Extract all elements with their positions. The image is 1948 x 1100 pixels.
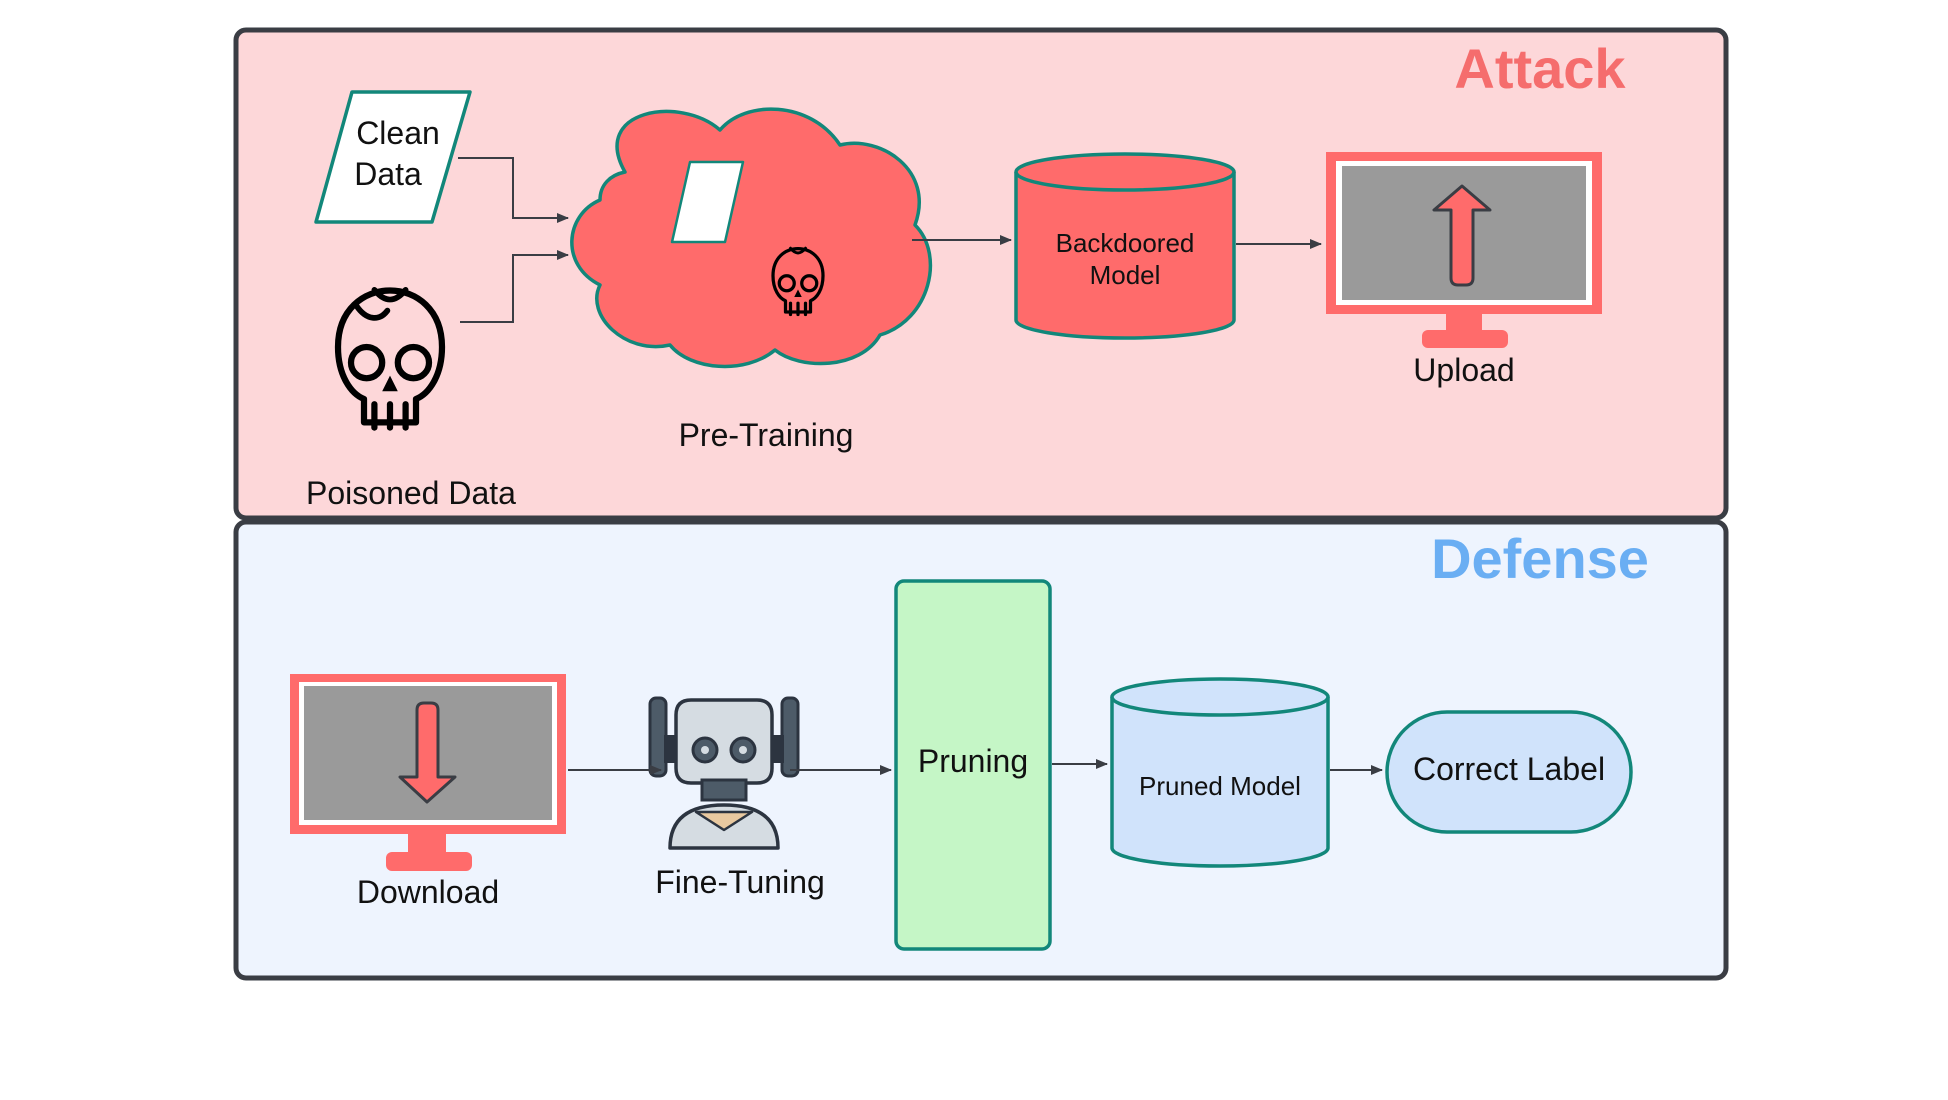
- data-card-icon: [670, 160, 745, 244]
- skull-icon: [334, 286, 446, 431]
- backdoored-model-node: Backdoored Model: [1014, 152, 1236, 340]
- pre-training-cloud: [570, 107, 932, 369]
- backdoored-model-label-line1: Backdoored: [1056, 228, 1195, 258]
- backdoored-model-label-line2: Model: [1090, 260, 1161, 290]
- fine-tuning-label: Fine-Tuning: [655, 864, 825, 900]
- correct-label-text: Correct Label: [1413, 751, 1605, 787]
- upload-monitor: [1326, 152, 1602, 348]
- skull-icon: [771, 246, 825, 317]
- pruning-label: Pruning: [918, 743, 1028, 779]
- pruned-model-node: Pruned Model: [1110, 677, 1330, 868]
- poisoned-data-label: Poisoned Data: [306, 475, 516, 511]
- clean-data-label-line2: Data: [354, 156, 422, 192]
- attack-title: Attack: [1454, 37, 1626, 100]
- defense-title: Defense: [1431, 527, 1649, 590]
- correct-label-node: Correct Label: [1385, 710, 1633, 834]
- upload-label: Upload: [1413, 352, 1514, 388]
- pre-training-label: Pre-Training: [679, 417, 854, 453]
- download-label: Download: [357, 874, 499, 910]
- clean-data-node: Clean Data: [314, 90, 472, 224]
- attack-panel: Attack Clean Data Poisoned Data: [233, 27, 1729, 521]
- download-monitor: [290, 674, 566, 871]
- robot-icon: [648, 696, 800, 850]
- connector-clean-to-pretraining: [458, 157, 569, 223]
- connector-poisoned-to-pretraining: [460, 250, 569, 323]
- arrow-down-icon: [398, 701, 457, 804]
- clean-data-label-line1: Clean: [356, 115, 440, 151]
- pruning-node: Pruning: [894, 579, 1052, 951]
- arrow-up-icon: [1432, 184, 1492, 287]
- pruned-model-label: Pruned Model: [1139, 771, 1301, 801]
- defense-panel: Defense Download: [233, 519, 1729, 981]
